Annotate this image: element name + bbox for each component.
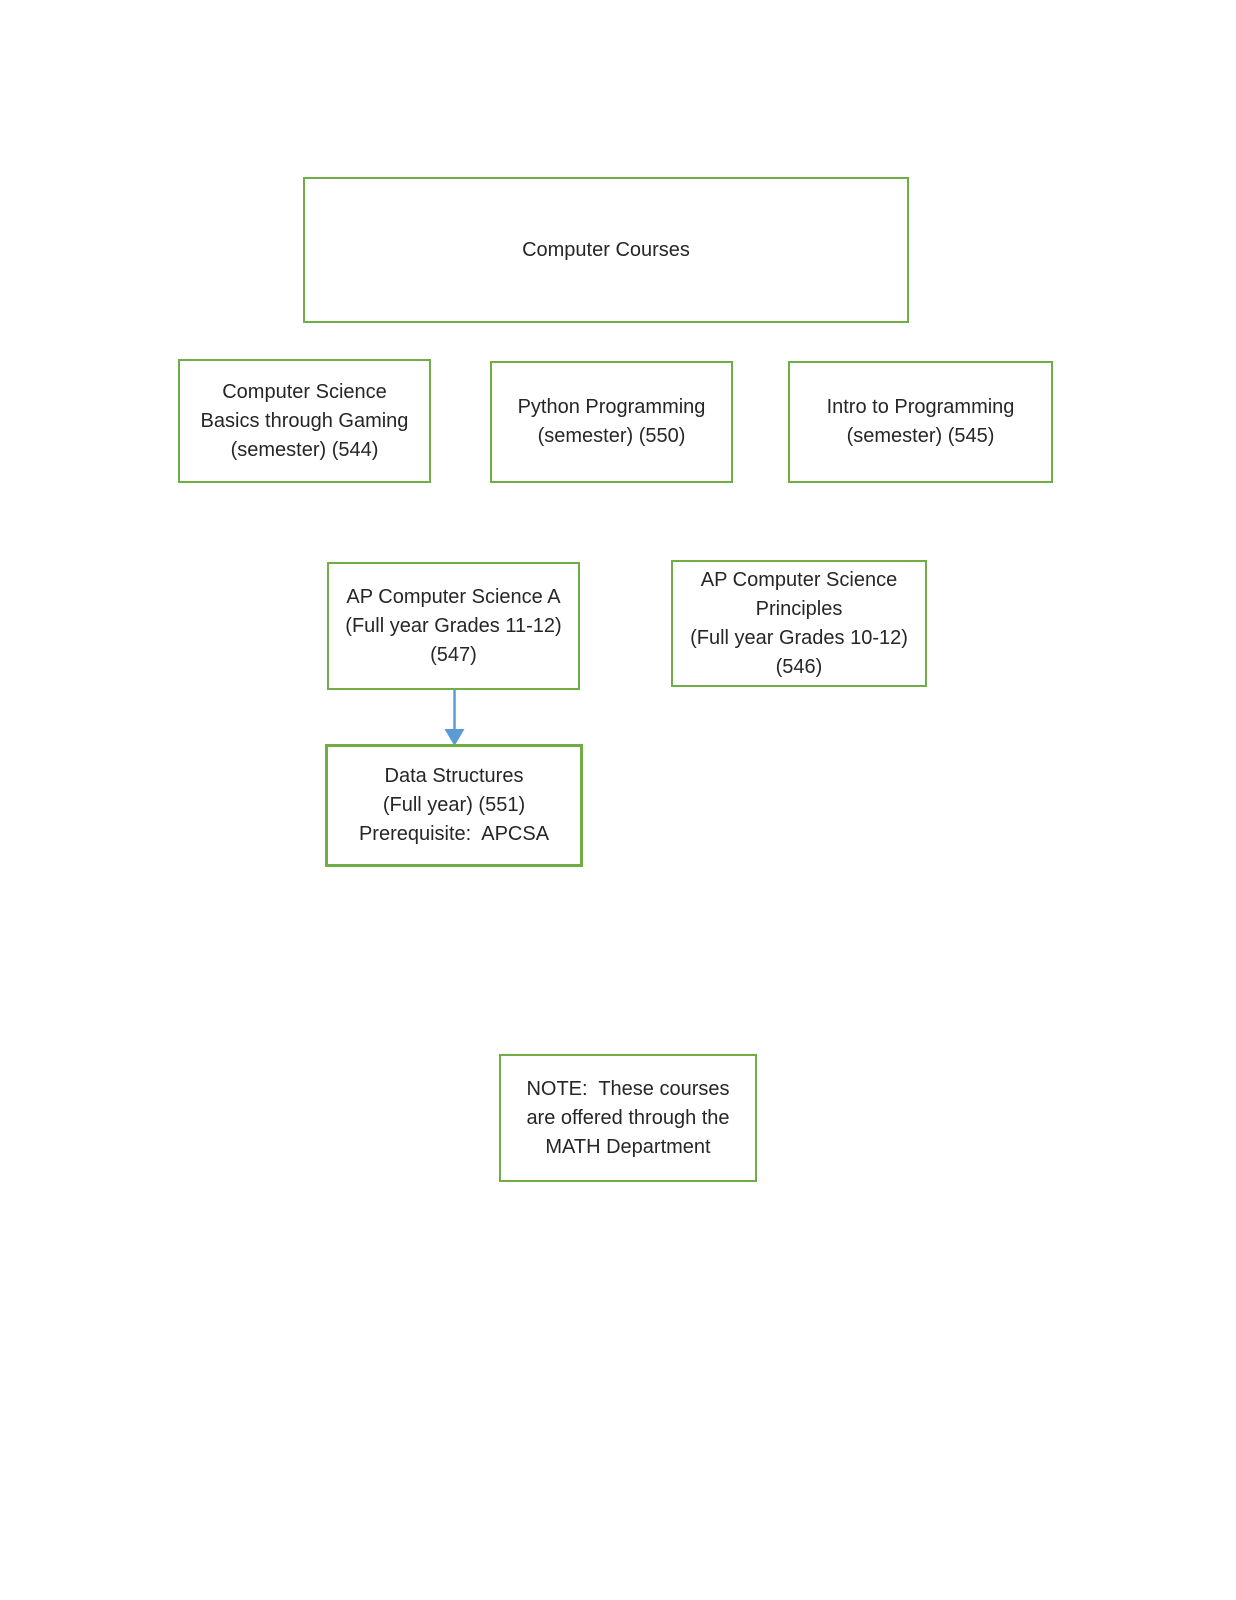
box-line: (semester) (550) <box>537 425 686 447</box>
box-line: (546) <box>775 655 823 678</box>
box-line: NOTE: These courses <box>526 1077 730 1100</box>
cs-basics-gaming-box: Computer Science Basics through Gaming (… <box>178 359 431 483</box>
computer-courses-box: Computer Courses <box>303 177 909 323</box>
python-programming-box: Python Programming (semester) (550) <box>490 361 733 483</box>
box-line: Prerequisite: APCSA <box>358 823 550 845</box>
box-line: (Full year) (551) <box>382 794 526 816</box>
box-line: (semester) (545) <box>846 425 995 447</box>
box-line: MATH Department <box>545 1135 711 1158</box>
box-line: (547) <box>430 643 477 666</box>
box-line: Principles <box>755 597 843 620</box>
box-line: (Full year Grades 11-12) <box>345 614 562 637</box>
box-line: Python Programming <box>517 396 706 418</box>
ap-computer-science-a-box: AP Computer Science A (Full year Grades … <box>327 562 580 690</box>
box-title: Computer Courses <box>522 238 690 261</box>
data-structures-box: Data Structures (Full year) (551) Prereq… <box>325 744 583 867</box>
box-line: Data Structures <box>384 765 524 787</box>
intro-programming-box: Intro to Programming (semester) (545) <box>788 361 1053 483</box>
box-line: AP Computer Science <box>700 568 898 591</box>
box-line: (semester) (544) <box>230 438 379 461</box>
box-line: are offered through the <box>526 1106 730 1129</box>
box-line: Computer Science <box>222 380 387 403</box>
note-box: NOTE: These courses are offered through … <box>499 1054 757 1182</box>
apcsa-to-datastructures-arrow-icon <box>444 690 465 746</box>
box-line: Basics through Gaming <box>200 409 409 432</box>
box-line: AP Computer Science A <box>346 585 561 608</box>
ap-cs-principles-box: AP Computer Science Principles (Full yea… <box>671 560 927 687</box>
box-line: (Full year Grades 10-12) <box>690 626 908 649</box>
box-line: Intro to Programming <box>826 396 1015 418</box>
